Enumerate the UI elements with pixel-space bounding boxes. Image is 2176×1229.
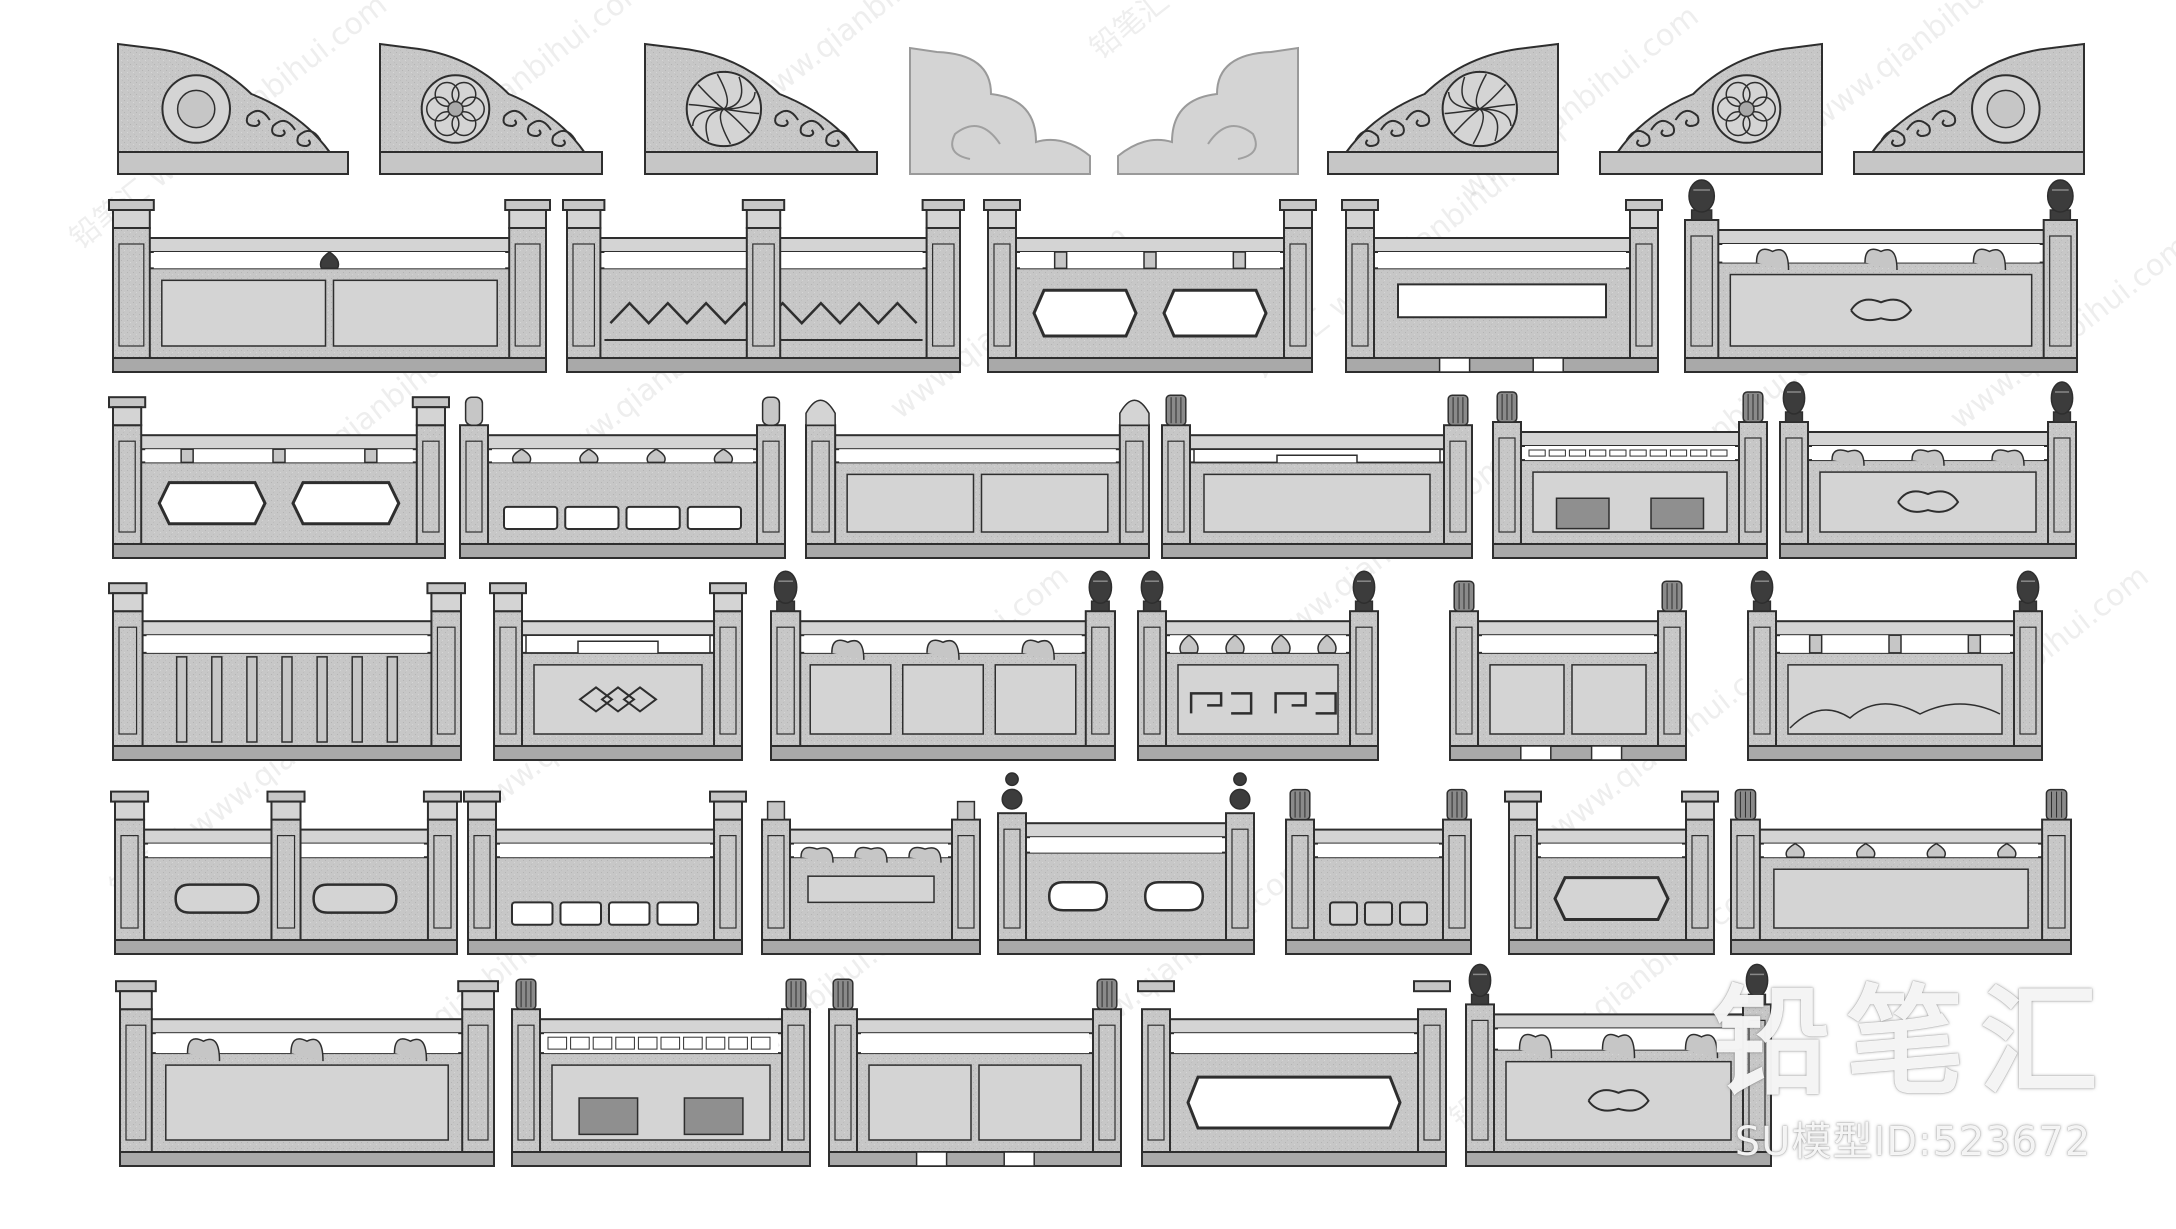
railing-4-4: [997, 772, 1255, 955]
end-piece-plain-cloud-right: [1117, 46, 1299, 175]
model-id-label: SU模型ID:523672: [1734, 1119, 2092, 1165]
watermark-logo: 铅笔汇: [1711, 973, 2114, 1112]
watermark-brand: 铅笔汇 SU模型ID:523672: [1678, 973, 2148, 1167]
railing-5-5: [1465, 963, 1772, 1167]
end-piece-flower-right: [1599, 42, 1823, 175]
end-piece-circle-left: [117, 42, 349, 175]
end-piece-pinwheel-left: [644, 42, 878, 175]
railing-4-7: [1730, 788, 2072, 955]
railing-1-3: [983, 199, 1317, 373]
railing-2-6: [1779, 381, 2077, 559]
railing-1-2: [562, 199, 965, 373]
railing-3-6: [1747, 570, 2043, 761]
railing-3-4: [1137, 570, 1379, 761]
railing-2-2: [459, 396, 786, 559]
railing-1-1: [108, 199, 552, 373]
railing-3-3: [770, 570, 1117, 761]
railing-1-4: [1341, 199, 1663, 373]
railing-3-2: [489, 582, 747, 761]
railing-2-5: [1492, 391, 1768, 559]
railing-4-3: [761, 800, 981, 955]
railing-4-6: [1504, 790, 1719, 955]
end-piece-pinwheel-right: [1327, 42, 1559, 175]
railing-5-3: [828, 978, 1122, 1167]
railing-5-4: [1137, 980, 1451, 1167]
railing-4-1: [110, 790, 462, 955]
railing-2-4: [1161, 394, 1473, 559]
end-piece-circle-right: [1853, 42, 2085, 175]
railing-4-2: [463, 790, 747, 955]
railing-2-1: [108, 396, 450, 559]
railing-1-5: [1684, 179, 2079, 373]
railing-3-1: [108, 582, 467, 761]
railing-3-5: [1449, 580, 1687, 761]
railing-5-2: [511, 978, 811, 1167]
end-piece-plain-cloud-left: [909, 46, 1091, 175]
end-piece-flower-left: [379, 42, 603, 175]
railing-2-3: [805, 399, 1150, 559]
railing-5-1: [115, 980, 499, 1167]
railing-4-5: [1285, 788, 1472, 955]
